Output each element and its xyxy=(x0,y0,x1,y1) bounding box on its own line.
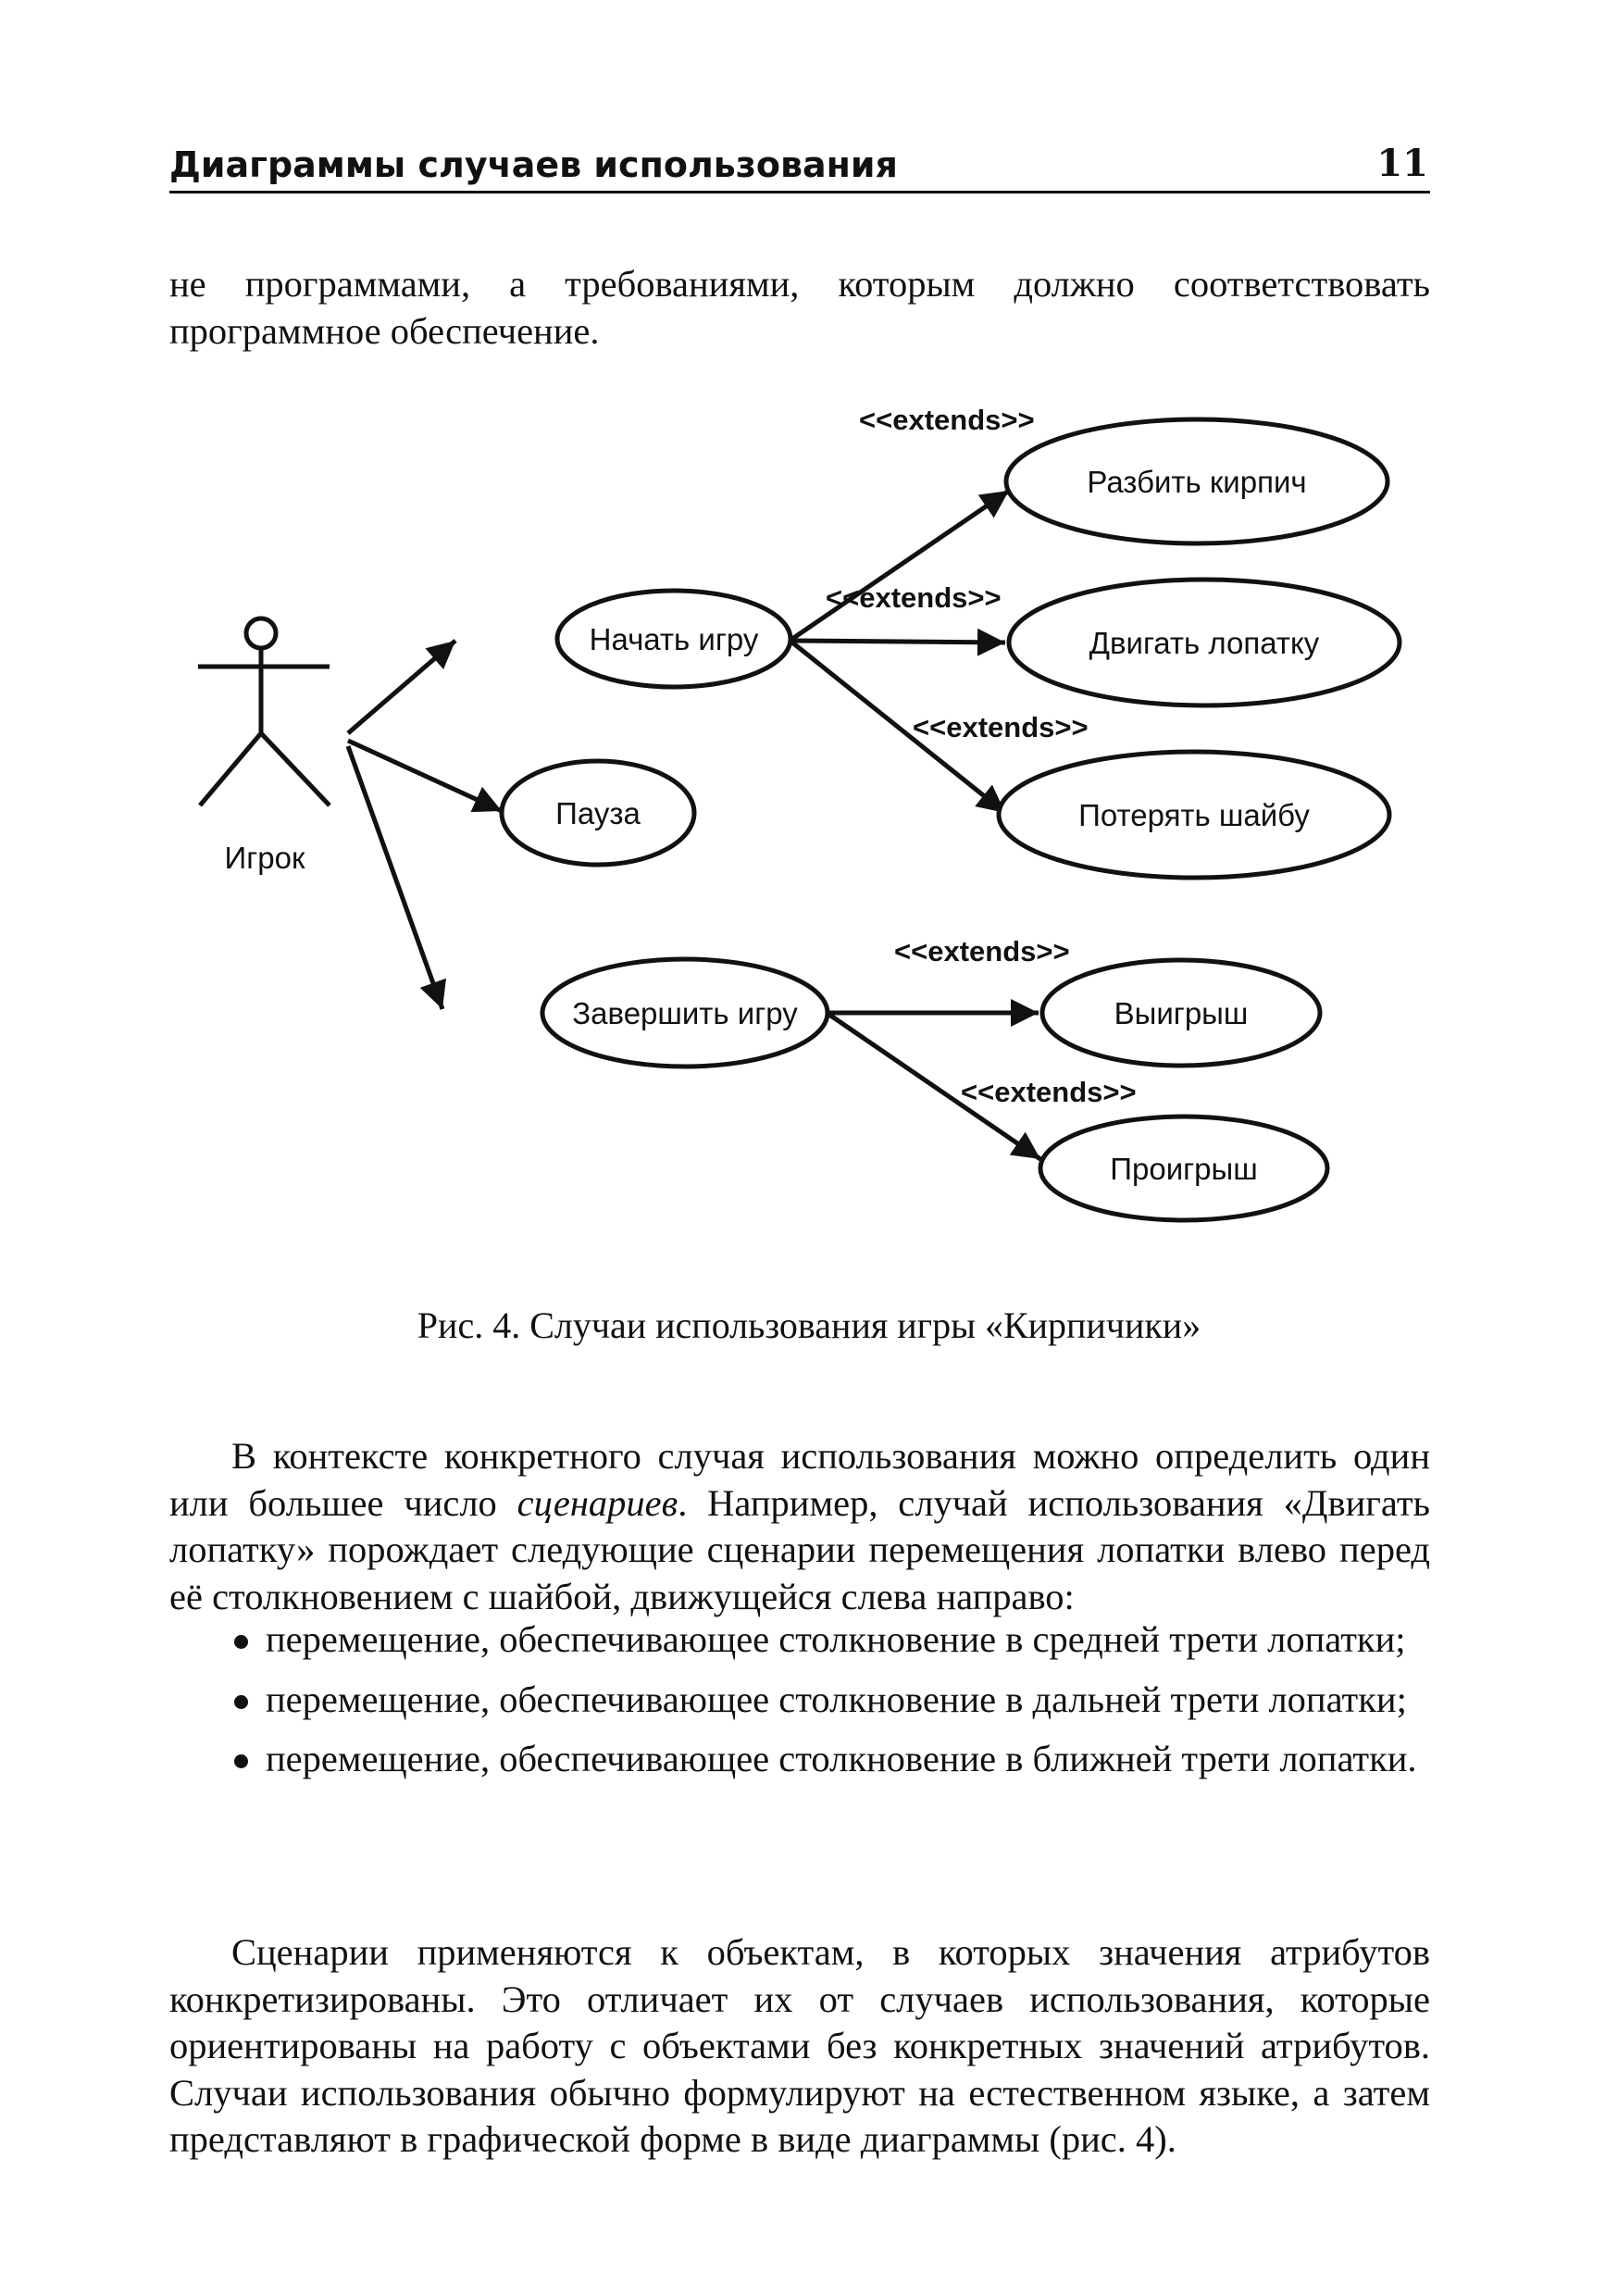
use-case-start-game xyxy=(554,588,793,690)
stereotype-label-break-brick: <<extends>> xyxy=(859,404,1035,436)
use-case-end-game xyxy=(540,956,830,1069)
paragraph-conclusion: Сценарии применяются к объектам, в котор… xyxy=(169,1931,1430,2160)
stereotype-label-lose-puck: <<extends>> xyxy=(913,711,1089,743)
extends-break-brick xyxy=(790,488,1011,642)
scenario-list: перемещение, обеспечивающее столкновение… xyxy=(169,1616,1430,1796)
use-case-break-brick xyxy=(1003,417,1390,546)
list-item: перемещение, обеспечивающее столкновение… xyxy=(169,1736,1430,1783)
use-case-win xyxy=(1039,957,1323,1068)
actor-label: Игрок xyxy=(225,841,305,875)
use-case-label-lose-puck: Потерять шайбу xyxy=(1078,798,1310,832)
intro-paragraph: не программами, а требованиями, которым … xyxy=(169,263,1430,352)
bullet-icon xyxy=(234,1694,248,1709)
actor-leg-right xyxy=(259,731,331,807)
figure-caption: Рис. 4. Случаи использования игры «Кирпи… xyxy=(417,1304,1201,1346)
use-case-lose xyxy=(1038,1114,1330,1223)
use-case-label-end-game: Завершить игру xyxy=(572,996,798,1030)
bullet-icon xyxy=(234,1635,248,1649)
use-case-label-start-game: Начать игру xyxy=(590,622,759,656)
paragraph-scenarios: В контексте конкретного случая использов… xyxy=(169,1433,1430,1620)
use-case-lose-puck xyxy=(996,749,1392,880)
association-pause xyxy=(346,738,504,814)
stereotype-label-win: <<extends>> xyxy=(894,935,1070,967)
use-case-diagram: Игрок xyxy=(176,398,1444,1241)
extends-lose-puck xyxy=(790,641,1007,815)
extends-move-paddle xyxy=(791,628,1006,656)
use-case-label-lose: Проигрыш xyxy=(1110,1152,1257,1186)
paragraph-scenarios-before: В контексте конкретного случая использов… xyxy=(169,1435,1430,1524)
bullet-icon xyxy=(234,1754,248,1768)
stereotype-label-lose: <<extends>> xyxy=(961,1076,1137,1108)
list-item: перемещение, обеспечивающее столкновение… xyxy=(169,1616,1430,1664)
header-title: Диаграммы случаев использования xyxy=(169,144,898,185)
actor-stick-figure xyxy=(198,616,331,807)
use-case-label-win: Выигрыш xyxy=(1114,996,1249,1030)
use-case-label-pause: Пауза xyxy=(555,796,641,830)
list-item: перемещение, обеспечивающее столкновение… xyxy=(169,1677,1430,1724)
use-case-label-break-brick: Разбить кирпич xyxy=(1087,465,1306,499)
page-number: 11 xyxy=(1376,142,1428,185)
list-item-text: перемещение, обеспечивающее столкновение… xyxy=(266,1618,1406,1660)
actor-leg-left xyxy=(198,731,263,807)
paragraph-scenarios-after: . Например, случай использования «Двигат… xyxy=(169,1481,1430,1617)
actor-head xyxy=(243,616,279,651)
extends-lose xyxy=(828,1012,1042,1162)
association-end-game xyxy=(345,745,446,1010)
use-case-label-move-paddle: Двигать лопатку xyxy=(1089,626,1320,660)
list-item-text: перемещение, обеспечивающее столкновение… xyxy=(266,1678,1407,1720)
list-item-text: перемещение, обеспечивающее столкновение… xyxy=(266,1738,1417,1779)
running-header: Диаграммы случаев использования 11 xyxy=(169,130,1430,193)
paragraph-scenarios-emphasis: сценариев xyxy=(517,1481,678,1524)
use-case-move-paddle xyxy=(1006,577,1402,708)
stereotype-label-move-paddle: <<extends>> xyxy=(826,581,1002,614)
association-start-game xyxy=(346,639,457,735)
use-case-pause xyxy=(499,758,697,867)
